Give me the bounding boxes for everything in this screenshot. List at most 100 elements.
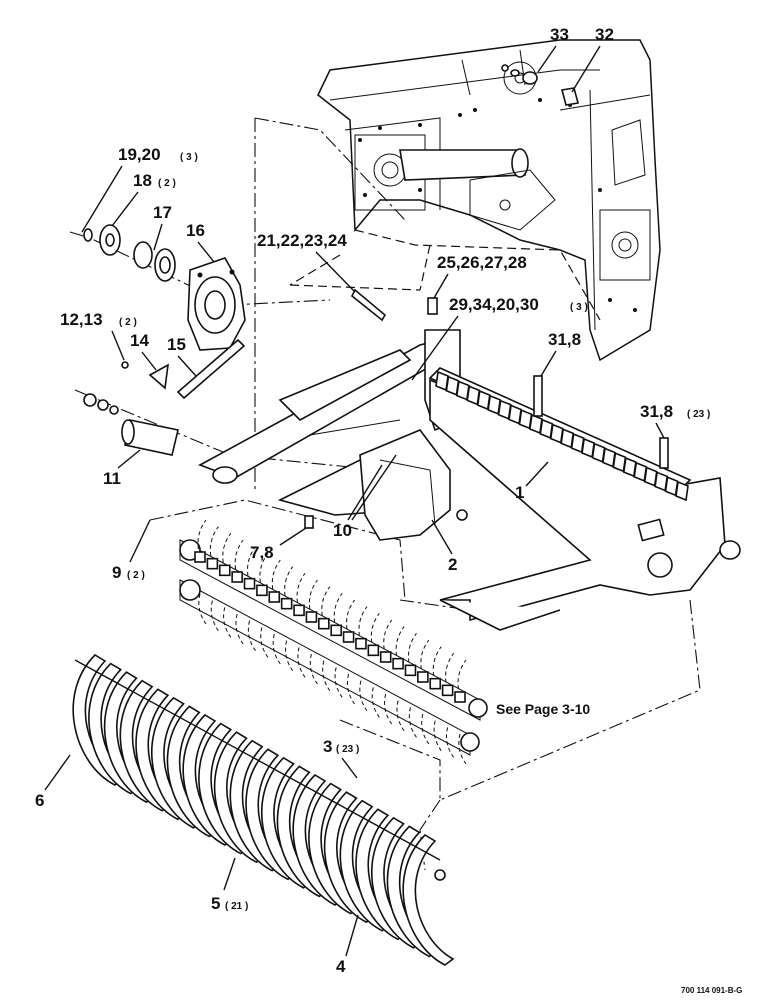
callout-19-20-qty: ( 3 )	[180, 152, 198, 163]
callout-19-20-label: 19,20	[118, 145, 161, 164]
leader-line	[149, 499, 406, 601]
callout-33: 33	[537, 25, 569, 73]
callout-3-qty: ( 23 )	[336, 744, 359, 755]
callout-15: 15	[167, 335, 197, 377]
callout-21-24-label: 21,22,23,24	[257, 231, 347, 250]
rotor-tine-holder	[206, 557, 219, 570]
rotor-tine-holder	[392, 657, 404, 670]
rotor-tine	[235, 613, 244, 645]
callout-12-13: 12,13 ( 2 )	[60, 310, 137, 361]
callout-12-13-label: 12,13	[60, 310, 103, 329]
part-31-8-bolt-b	[659, 437, 669, 469]
rotor-tine	[458, 733, 467, 765]
see-page-note: See Page 3-10	[496, 701, 590, 717]
callout-7-8-label: 7,8	[250, 543, 274, 562]
callout-31-8-b: 31,8 ( 23 )	[640, 402, 710, 439]
callout-9-label: 9	[112, 563, 121, 582]
callout-11-label: 11	[103, 469, 121, 488]
callout-14-label: 14	[130, 331, 149, 350]
rotor-tine	[322, 660, 331, 691]
rotor-tine-holder	[293, 604, 305, 617]
part-12-13-hardware	[121, 361, 129, 369]
callout-2: 2	[431, 519, 457, 574]
rotor-tine	[334, 667, 343, 698]
rotor-tine-holder	[280, 597, 293, 610]
callout-25-28-label: 25,26,27,28	[437, 253, 527, 272]
rotor-tine	[384, 693, 393, 725]
part-11-hardware	[83, 393, 119, 415]
rotor-tine-holder	[355, 637, 367, 650]
callout-9: 9 ( 2 )	[112, 519, 151, 582]
rotor-tine	[284, 566, 294, 603]
callout-4: 4	[336, 914, 359, 976]
rotor-tine-holder	[379, 651, 392, 663]
rotor-tine	[260, 627, 269, 658]
callout-31-8-b-qty: ( 23 )	[687, 409, 710, 420]
callout-31-8-a: 31,8	[540, 330, 581, 377]
part-17-bearing	[133, 241, 176, 282]
callout-32-label: 32	[595, 25, 614, 44]
callout-31-8-b-label: 31,8	[640, 402, 673, 421]
rotor-tine-holder	[268, 591, 281, 603]
part-3-washer	[434, 869, 446, 881]
part-11-bushing	[121, 419, 179, 456]
callout-1: 1	[515, 461, 549, 502]
rotor-tine	[408, 707, 417, 738]
rotor-tine-holder	[367, 644, 380, 657]
callout-1-label: 1	[515, 483, 524, 502]
rotor-tine-holder	[454, 691, 466, 703]
callout-18-label: 18	[133, 171, 152, 190]
callout-16-label: 16	[186, 221, 205, 240]
leader-line	[69, 231, 331, 306]
rotor-tine	[309, 653, 318, 685]
callout-5-qty: ( 21 )	[225, 901, 248, 912]
callout-6-label: 6	[35, 791, 44, 810]
callout-5: 5 ( 21 )	[211, 857, 248, 913]
callout-3-label: 3	[323, 737, 332, 756]
part-18-flange	[83, 224, 121, 256]
part-31-8-bolt-a	[533, 375, 543, 417]
part-14-key	[148, 363, 169, 390]
callout-18-qty: ( 2 )	[158, 178, 176, 189]
rotor-tine	[396, 700, 405, 731]
rotor-tine	[371, 687, 380, 718]
rotor-tine-holder	[404, 664, 417, 677]
rotor-tine	[445, 727, 455, 758]
part-16-bearing-housing	[187, 257, 246, 351]
rotor-tine	[346, 673, 355, 705]
callout-25-28: 25,26,27,28	[433, 253, 527, 299]
comb-tooth	[675, 480, 689, 502]
callout-16: 16	[186, 221, 215, 263]
rotor-tine	[359, 680, 368, 711]
callout-3: 3 ( 23 )	[323, 737, 359, 779]
part-3-washer	[456, 509, 468, 521]
rotor-tine-holder	[243, 577, 256, 590]
callout-31-8-a-label: 31,8	[548, 330, 581, 349]
part-7-8-bolt	[304, 515, 314, 529]
rotor-tine	[272, 633, 281, 665]
rotor-tine-holder	[256, 584, 268, 597]
callout-29-30-label: 29,34,20,30	[449, 295, 539, 314]
callout-17-label: 17	[153, 203, 172, 222]
callout-9-qty: ( 2 )	[127, 570, 145, 581]
rotor-tine	[210, 600, 219, 631]
rotor-tine	[421, 713, 430, 745]
callout-14: 14	[130, 331, 157, 371]
part-15-shaft	[176, 338, 246, 400]
callout-12-13-qty: ( 2 )	[119, 317, 137, 328]
part-32-hardware	[561, 87, 579, 106]
rotor-tine	[296, 573, 306, 610]
pickup-band	[402, 833, 455, 966]
callout-33-label: 33	[550, 25, 569, 44]
callout-10-label: 10	[333, 521, 352, 540]
callout-17: 17	[153, 203, 172, 251]
part-1-comb	[428, 367, 692, 502]
rotor-tine-holder	[330, 624, 342, 637]
callout-2-label: 2	[448, 555, 457, 574]
rotor-tine	[285, 640, 294, 671]
rotor-tine-holder	[417, 671, 429, 683]
callout-18: 18 ( 2 )	[111, 171, 176, 227]
rotor-tine	[198, 593, 207, 625]
rotor-tine-holder	[429, 677, 442, 690]
